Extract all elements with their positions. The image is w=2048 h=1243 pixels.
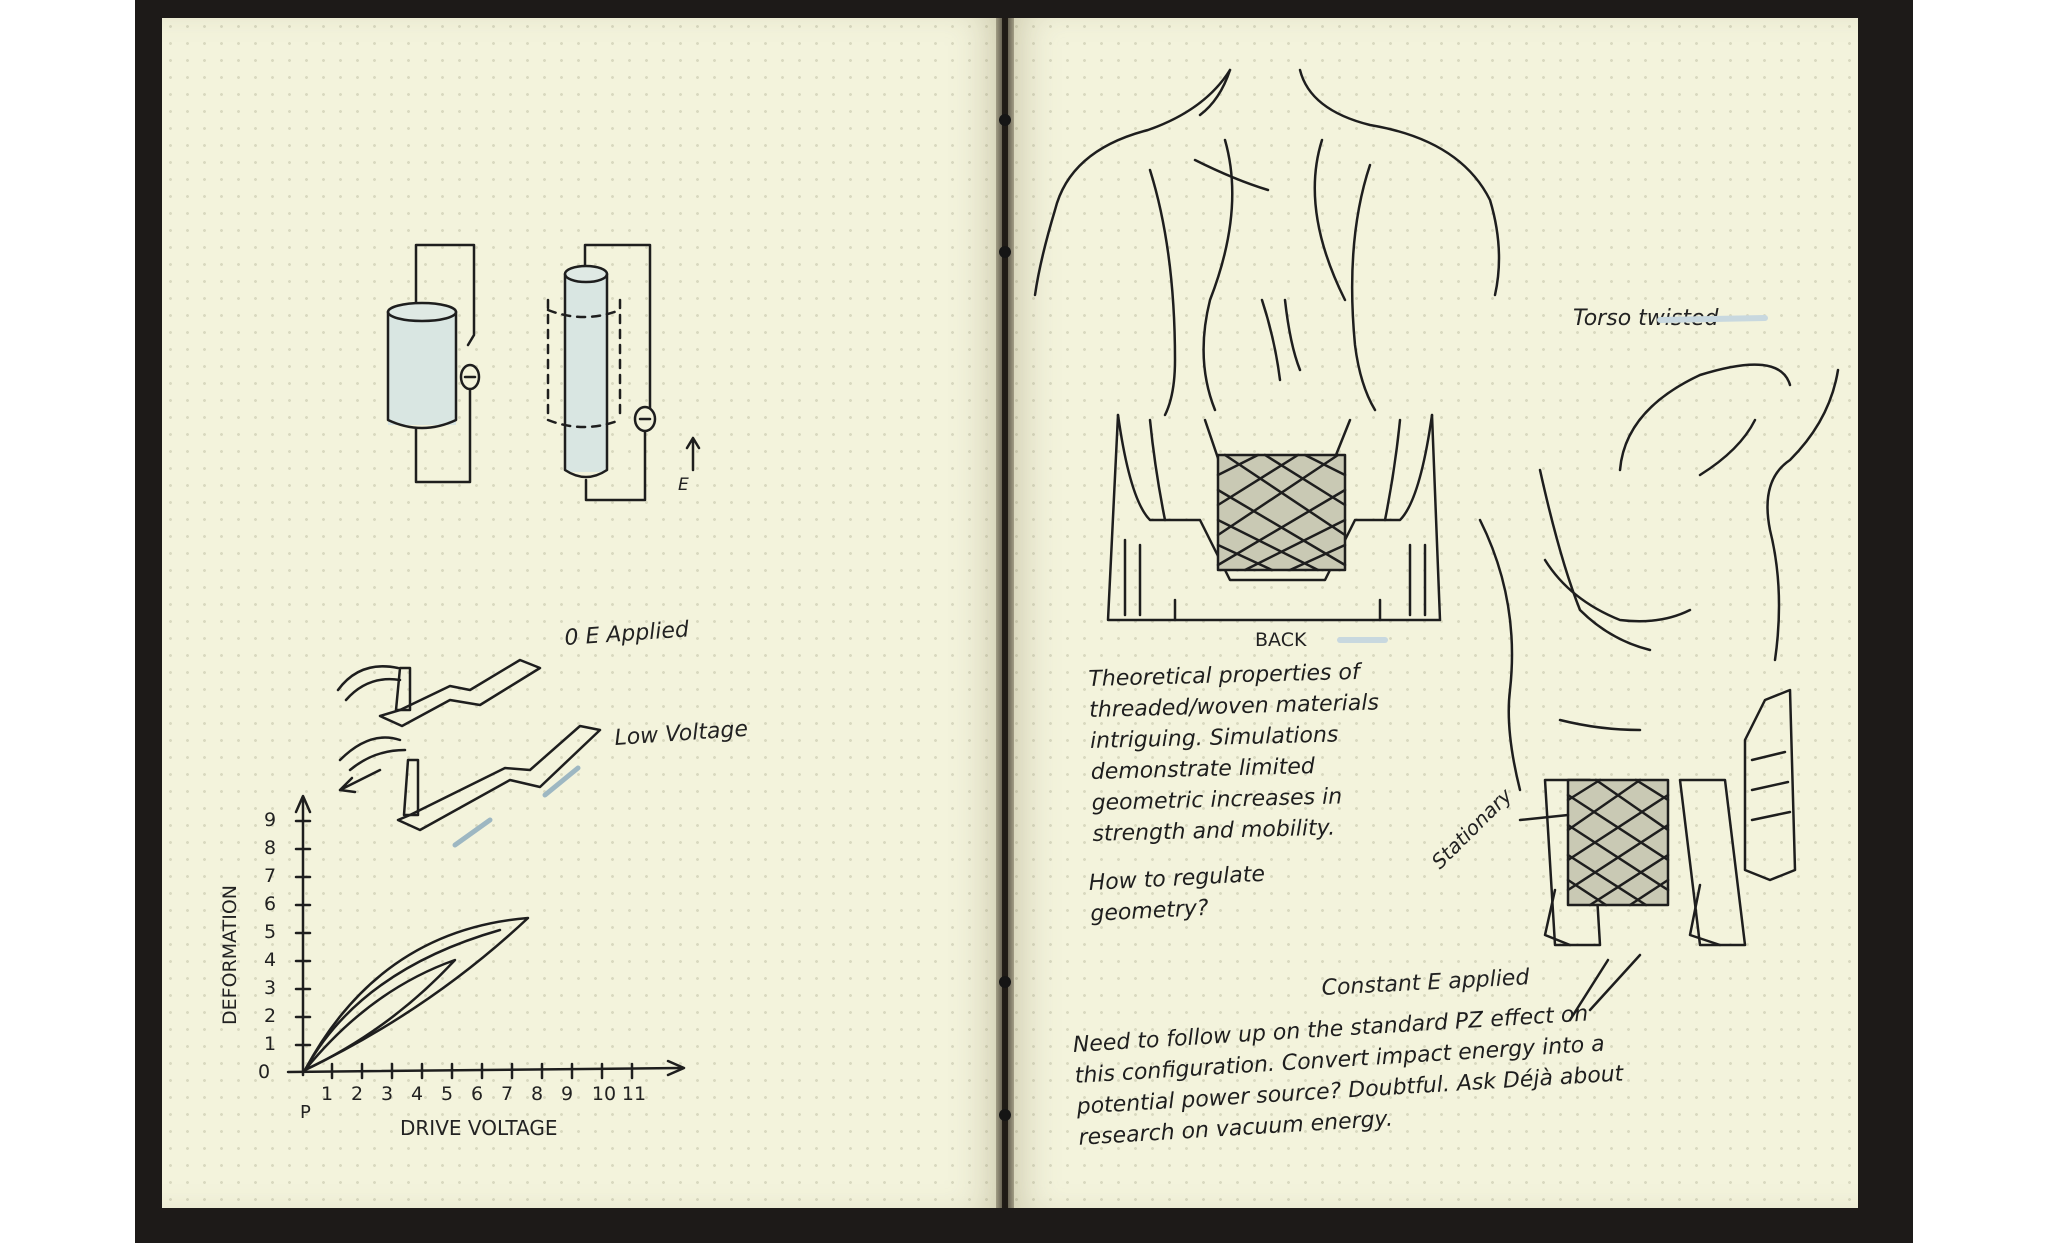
twisted-torso-sketch bbox=[1478, 363, 1840, 792]
woven-brace-back bbox=[1106, 413, 1442, 622]
label-constant-e-applied: Constant E applied bbox=[1321, 965, 1531, 1001]
y-tick-label: 0 bbox=[258, 1061, 270, 1083]
x-tick-label: 7 bbox=[501, 1083, 513, 1105]
graph-ylabel: DEFORMATION bbox=[219, 885, 241, 1025]
x-tick-labels: 1 2 3 4 5 6 7 8 9 10 11 bbox=[321, 1083, 646, 1105]
x-tick-label: 4 bbox=[411, 1083, 423, 1105]
woven-brace-twisted bbox=[1543, 688, 1797, 1022]
back-torso-sketch bbox=[1033, 68, 1501, 417]
x-tick-label: 3 bbox=[381, 1083, 393, 1105]
x-tick-label: 1 bbox=[321, 1083, 333, 1105]
y-tick-label: 9 bbox=[264, 809, 276, 831]
binding-stitches bbox=[999, 114, 1011, 1121]
hysteresis-outer-loop bbox=[303, 916, 530, 1072]
cylinder-solid-sketch bbox=[386, 243, 481, 484]
y-tick-label: 8 bbox=[264, 837, 276, 859]
label-low-voltage: Low Voltage bbox=[614, 717, 749, 751]
label-torso-highlight bbox=[1657, 315, 1768, 323]
graph-xlabel: DRIVE VOLTAGE bbox=[400, 1116, 557, 1140]
y-tick-label: 1 bbox=[264, 1033, 276, 1055]
book-spine bbox=[996, 18, 1014, 1208]
x-tick-label: 11 bbox=[622, 1083, 646, 1105]
x-tick-label: 2 bbox=[351, 1083, 363, 1105]
y-tick-label: 6 bbox=[264, 893, 276, 915]
hysteresis-graph bbox=[286, 794, 686, 1080]
field-label-e: E bbox=[678, 475, 689, 495]
right-page bbox=[1008, 18, 1858, 1208]
x-tick-label: 5 bbox=[441, 1083, 453, 1105]
note-woven-materials: Theoretical properties of threaded/woven… bbox=[1088, 659, 1380, 847]
y-tick-label: 4 bbox=[264, 949, 276, 971]
actuator-strip-sketch bbox=[336, 658, 602, 848]
x-tick-label: 10 bbox=[592, 1083, 616, 1105]
y-tick-label: 2 bbox=[264, 1005, 276, 1027]
y-tick-label: 3 bbox=[264, 977, 276, 999]
hysteresis-inner-loop bbox=[303, 958, 457, 1072]
y-tick-labels: 0 1 2 3 4 5 6 7 8 9 bbox=[258, 809, 276, 1083]
cylinder-elongated-sketch bbox=[546, 243, 701, 502]
label-back: BACK bbox=[1255, 629, 1307, 651]
y-tick-label: 5 bbox=[264, 921, 276, 943]
x-tick-label: 8 bbox=[531, 1083, 543, 1105]
x-tick-label: 9 bbox=[561, 1083, 573, 1105]
graph-origin-label: P bbox=[300, 1102, 311, 1123]
x-tick-marks bbox=[330, 1062, 634, 1080]
label-zero-e-applied: 0 E Applied bbox=[564, 617, 691, 651]
x-tick-label: 6 bbox=[471, 1083, 483, 1105]
left-page bbox=[162, 18, 1002, 1208]
y-tick-marks bbox=[294, 819, 312, 1047]
stationary-pointer bbox=[1518, 813, 1570, 822]
y-tick-label: 7 bbox=[264, 865, 276, 887]
